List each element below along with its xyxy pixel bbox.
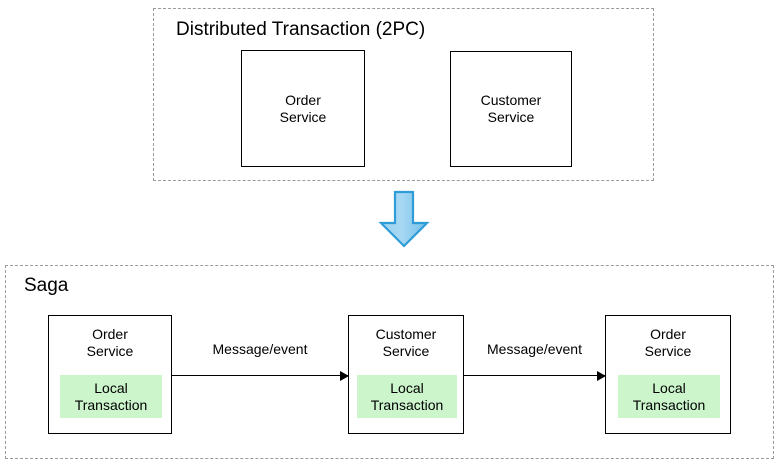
box-2pc-customer-service-label: Customer Service <box>480 92 542 125</box>
down-arrow-icon <box>378 190 430 248</box>
connector-arrow-2-label: Message/event <box>487 341 582 357</box>
arrow-head-icon <box>340 371 349 381</box>
connector-arrow-2-line <box>464 375 605 377</box>
connector-arrow-1-line <box>172 375 348 377</box>
group-title-saga: Saga <box>24 275 69 296</box>
box-saga-customer-service-label: Customer Service <box>375 326 437 359</box>
box-2pc-customer-service[interactable]: Customer Service <box>450 51 572 167</box>
local-transaction-1: Local Transaction <box>60 375 162 418</box>
group-title-distributed-transaction: Distributed Transaction (2PC) <box>176 19 426 40</box>
group-saga: Saga <box>5 265 774 459</box>
box-saga-order-service-2[interactable]: Order Service Local Transaction <box>605 315 731 434</box>
connector-arrow-2: Message/event <box>464 341 606 381</box>
box-saga-customer-service[interactable]: Customer Service Local Transaction <box>348 315 464 434</box>
arrow-head-icon <box>597 371 606 381</box>
box-2pc-order-service-label: Order Service <box>279 92 327 125</box>
local-transaction-3: Local Transaction <box>618 375 720 418</box>
box-saga-order-service-2-label: Order Service <box>644 326 692 359</box>
box-saga-order-service-1[interactable]: Order Service Local Transaction <box>48 315 172 434</box>
box-saga-order-service-1-label: Order Service <box>86 326 134 359</box>
connector-arrow-1: Message/event <box>172 341 349 381</box>
group-distributed-transaction: Distributed Transaction (2PC) <box>153 8 654 181</box>
box-2pc-order-service[interactable]: Order Service <box>241 50 365 167</box>
connector-arrow-1-label: Message/event <box>212 341 308 357</box>
local-transaction-2: Local Transaction <box>357 375 457 418</box>
